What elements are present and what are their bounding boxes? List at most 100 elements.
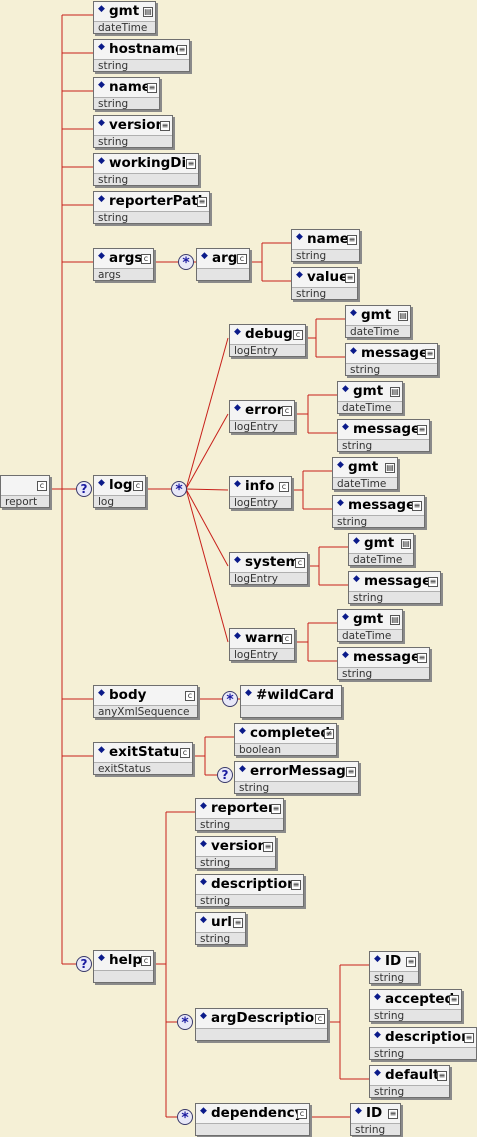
element-diamond-icon: ◆ <box>200 1106 207 1116</box>
element-diamond-icon: ◆ <box>98 118 105 128</box>
element-name: args <box>109 250 143 266</box>
datetime-type-icon: ▤ <box>390 615 400 625</box>
schema-element-node[interactable]: ◆url≡string <box>195 912 246 945</box>
schema-element-node[interactable]: ◆ID≡string <box>350 1103 401 1136</box>
simple-type-icon: ≡ <box>406 957 416 967</box>
simple-type-icon: ≡ <box>437 1071 447 1081</box>
schema-element-node[interactable]: ◆name≡string <box>291 229 360 262</box>
element-name: ID <box>366 1105 383 1121</box>
schema-element-node[interactable]: ◆ID≡string <box>369 951 419 984</box>
element-diamond-icon: ◆ <box>234 327 241 337</box>
element-diamond-icon: ◆ <box>337 498 344 508</box>
schema-element-node[interactable]: ◆gmt▤dateTime <box>337 609 403 642</box>
element-type: string <box>200 857 231 869</box>
simple-type-icon: ≡ <box>233 918 243 928</box>
element-type: string <box>374 1048 405 1060</box>
element-name: reporterPath <box>109 193 208 209</box>
schema-element-node[interactable]: ◆errorMessage≡string <box>234 761 359 794</box>
element-type: string <box>296 288 327 300</box>
element-type: logEntry <box>234 573 278 585</box>
simple-type-icon: ≡ <box>417 425 427 435</box>
schema-element-node[interactable]: ◆name≡string <box>93 77 160 110</box>
element-diamond-icon: ◆ <box>337 460 344 470</box>
schema-element-node[interactable]: ◆accepted≡string <box>369 989 462 1022</box>
element-name: description <box>385 1029 471 1045</box>
element-name: hostname <box>109 41 185 57</box>
element-type: string <box>200 933 231 945</box>
schema-element-node[interactable]: ◆gmt▤dateTime <box>332 457 398 490</box>
schema-element-node[interactable]: ◆reporter≡string <box>195 798 284 831</box>
schema-element-node[interactable]: ◆message≡string <box>337 647 430 680</box>
schema-element-node[interactable]: ◆gmt▤dateTime <box>93 1 156 34</box>
schema-element-node[interactable]: ◆value≡string <box>291 267 358 300</box>
schema-element-node[interactable]: ◆message≡string <box>332 495 425 528</box>
datetime-type-icon: ▤ <box>401 539 411 549</box>
complex-type-icon: c <box>315 1014 325 1024</box>
schema-element-node[interactable]: ◆workingDir≡string <box>93 153 199 186</box>
complex-type-icon: c <box>295 558 305 568</box>
element-type: string <box>374 1010 405 1022</box>
element-diamond-icon: ◆ <box>374 1030 381 1040</box>
complex-type-icon: c <box>293 330 303 340</box>
element-diamond-icon: ◆ <box>353 574 360 584</box>
schema-element-node[interactable]: ◆ gmt ▤ dateTime <box>348 533 414 566</box>
element-diamond-icon: ◆ <box>239 764 246 774</box>
element-name: gmt <box>348 459 379 475</box>
element-type: dateTime <box>98 22 148 34</box>
schema-element-node[interactable]: ◆reporterPath≡string <box>93 191 210 224</box>
schema-element-node[interactable]: ◆gmt▤dateTime <box>345 305 411 338</box>
simple-type-icon: ≡ <box>186 159 196 169</box>
schema-element-node[interactable]: ◆description≡string <box>195 874 304 907</box>
optional-marker-icon: ? <box>217 767 233 783</box>
element-name: gmt <box>364 535 395 551</box>
schema-element-node[interactable]: ◆default≡string <box>369 1065 450 1098</box>
element-diamond-icon: ◆ <box>234 403 241 413</box>
element-type: dateTime <box>353 554 403 566</box>
unbounded-marker-icon: * <box>178 254 194 271</box>
element-diamond-icon: ◆ <box>98 156 105 166</box>
schema-element-node[interactable]: ◆description≡string <box>369 1027 477 1060</box>
element-name: argDescription <box>211 1010 324 1026</box>
element-diamond-icon: ◆ <box>342 384 349 394</box>
simple-type-icon: ≡ <box>271 804 281 814</box>
element-name: warn <box>245 630 283 646</box>
element-name: value <box>307 269 349 285</box>
schema-element-node[interactable]: ◆version≡string <box>195 836 276 869</box>
element-type: logEntry <box>234 345 278 357</box>
element-name: arg <box>212 250 238 266</box>
schema-element-node[interactable]: ◆gmt▤dateTime <box>337 381 403 414</box>
schema-element-node[interactable]: ◆message≡string <box>345 343 438 376</box>
schema-element-node[interactable]: ◆completed≢boolean <box>234 723 337 756</box>
schema-element-node[interactable]: ◆hostname≡string <box>93 39 190 72</box>
schema-element-node[interactable]: ◆#wildCard <box>240 685 342 718</box>
element-diamond-icon: ◆ <box>98 80 105 90</box>
element-type: string <box>200 895 231 907</box>
node-report-root[interactable]: c report <box>0 475 50 508</box>
optional-marker-icon: ? <box>76 481 92 497</box>
element-diamond-icon: ◆ <box>353 536 360 546</box>
schema-element-node[interactable]: ◆message≡string <box>337 419 430 452</box>
element-name: version <box>109 117 166 133</box>
element-name: reporter <box>211 800 275 816</box>
complex-type-icon: c <box>282 406 292 416</box>
schema-element-node[interactable]: ◆version≡string <box>93 115 173 148</box>
element-type: string <box>355 1124 386 1136</box>
element-type: string <box>98 60 129 72</box>
element-name: message <box>361 345 429 361</box>
schema-element-node[interactable]: ◆message≡string <box>348 571 441 604</box>
element-type: string <box>350 364 381 376</box>
element-diamond-icon: ◆ <box>350 346 357 356</box>
